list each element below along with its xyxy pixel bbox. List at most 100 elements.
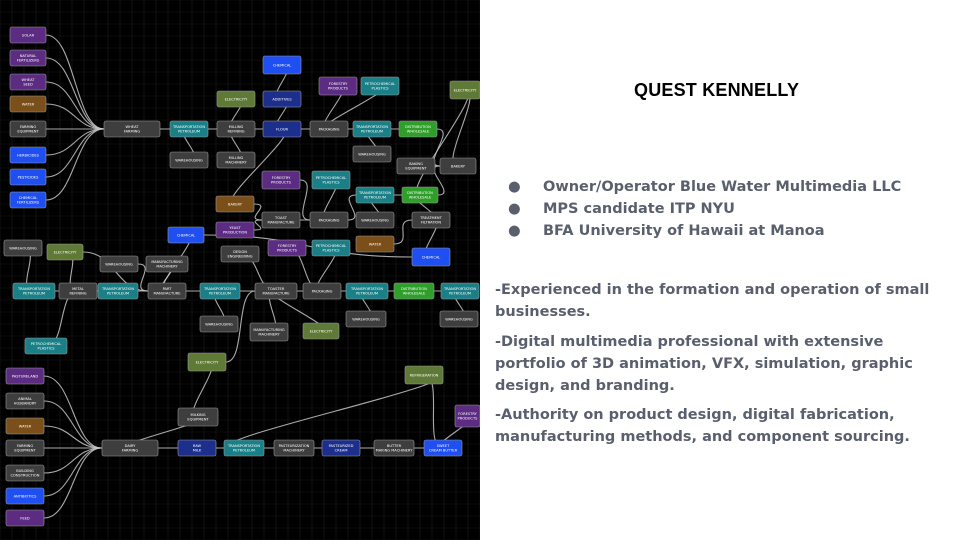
graph-node-box: [440, 282, 480, 300]
graph-edge: [45, 128, 105, 156]
graph-node-label: MAKING MACHINERY: [376, 449, 414, 453]
graph-node-box: [167, 226, 205, 244]
graph-edge: [45, 81, 105, 130]
graph-node: WAREHOUSING: [345, 310, 387, 328]
graph-node-label: TRANSPORTATION: [227, 444, 260, 448]
graph-node-label: SOLAR: [22, 33, 35, 37]
graph-node-label: RAW: [193, 444, 202, 448]
supply-chain-graph: SOLARNATURALFERTILIZERSWHEATSEEDWATERFAR…: [0, 0, 480, 540]
graph-node-box: [223, 439, 265, 457]
credential-text: BFA University of Hawaii at Manoa: [543, 223, 825, 239]
graph-edge: [43, 447, 103, 519]
graph-node-box: [262, 120, 302, 138]
graph-node-label: FILTRATION: [421, 221, 441, 225]
graph-node-box: [439, 310, 479, 328]
graph-node-label: REFINING: [227, 130, 244, 134]
graph-node-label: PETROLEUM: [449, 292, 471, 296]
graph-node-box: [177, 407, 219, 427]
graph-node-label: MILK: [193, 449, 202, 453]
graph-edge: [225, 290, 256, 363]
graph-node: PACKAGING: [309, 120, 349, 138]
graph-edge: [253, 219, 263, 231]
graph-node-box: [216, 151, 256, 169]
graph-node: ADDITIVES: [262, 90, 302, 108]
graph-node-box: [449, 80, 480, 100]
graph-node-label: DISTRIBUTION: [401, 287, 427, 291]
graph-node-label: HERBICIDES: [17, 153, 40, 157]
page-title: QUEST KENNELLY: [634, 80, 800, 100]
graph-node-label: EQUIPMENT: [14, 449, 36, 453]
graph-node-box: [5, 487, 45, 505]
graph-node-box: [9, 49, 47, 67]
graph-node-box: [103, 120, 161, 138]
credential-item: ●MPS candidate ITP NYU: [508, 198, 901, 220]
graph-node-label: YEAST: [229, 226, 241, 230]
credential-item: ●Owner/Operator Blue Water Multimedia LL…: [508, 176, 901, 198]
graph-edge: [433, 128, 444, 167]
graph-node-box: [5, 509, 45, 527]
graph-node-label: MACHINERY: [156, 265, 178, 269]
graph-node-label: TRANSPORTATION: [358, 191, 391, 195]
graph-node-box: [355, 211, 395, 229]
graph-node-box: [5, 392, 45, 410]
graph-node-label: CREAM BUTTER: [429, 449, 458, 453]
graph-node-box: [345, 282, 389, 300]
graph-node-box: [321, 439, 361, 457]
graph-node-box: [355, 186, 395, 204]
graph-node: WAREHOUSING: [3, 239, 43, 257]
graph-node-label: TREATMENT: [419, 216, 442, 220]
graph-node-box: [101, 439, 159, 457]
graph-node-label: ELECTRICITY: [196, 360, 220, 364]
graph-node-label: ANIMAL: [18, 397, 32, 401]
graph-node-label: CHEMICAL: [177, 233, 196, 237]
graph-node-label: TOAST: [274, 216, 288, 220]
graph-node-label: PETROLEUM: [178, 130, 200, 134]
graph-edge: [45, 57, 105, 130]
graph-node: WAREHOUSING: [352, 145, 392, 163]
graph-node-label: MILLING: [229, 156, 244, 160]
graph-node: BAKERY: [215, 195, 255, 213]
graph-node-box: [97, 282, 139, 300]
graph-node-box: [318, 76, 358, 96]
graph-node-label: TRANSPORTATION: [350, 287, 383, 291]
graph-node: REFRIGERATION: [404, 365, 444, 385]
graph-node-box: [199, 315, 239, 333]
graph-node-label: WAREHOUSING: [445, 317, 473, 321]
graph-edge: [416, 89, 469, 196]
graph-node-box: [262, 55, 302, 75]
graph-node-box: [398, 120, 438, 138]
graph-node-label: TOASTER: [267, 287, 285, 291]
graph-node-box: [5, 367, 45, 385]
graph-node-box: [261, 170, 301, 190]
graph-node-label: TRANSPORTATION: [443, 287, 476, 291]
graph-edge: [45, 103, 105, 130]
graph-node-box: [215, 195, 255, 213]
graph-node: WATER: [355, 235, 395, 253]
graph-node-label: PART: [163, 287, 173, 291]
graph-node-box: [5, 464, 45, 482]
graph-node-box: [423, 439, 463, 457]
bullet-icon: ●: [508, 223, 521, 239]
graph-node: ELECTRICITY: [302, 322, 340, 340]
graph-node: PACKAGING: [309, 211, 349, 229]
graph-node-label: PLASTICS: [322, 181, 340, 185]
graph-node-label: PASTURELAND: [12, 374, 39, 378]
graph-node-label: WAREHOUSING: [352, 317, 380, 321]
graph-node-label: MACHINERY: [225, 161, 247, 165]
graph-node-label: BAKERY: [228, 202, 243, 206]
graph-node-box: [396, 157, 436, 175]
graph-edge: [433, 165, 445, 196]
graph-node-box: [9, 168, 47, 186]
